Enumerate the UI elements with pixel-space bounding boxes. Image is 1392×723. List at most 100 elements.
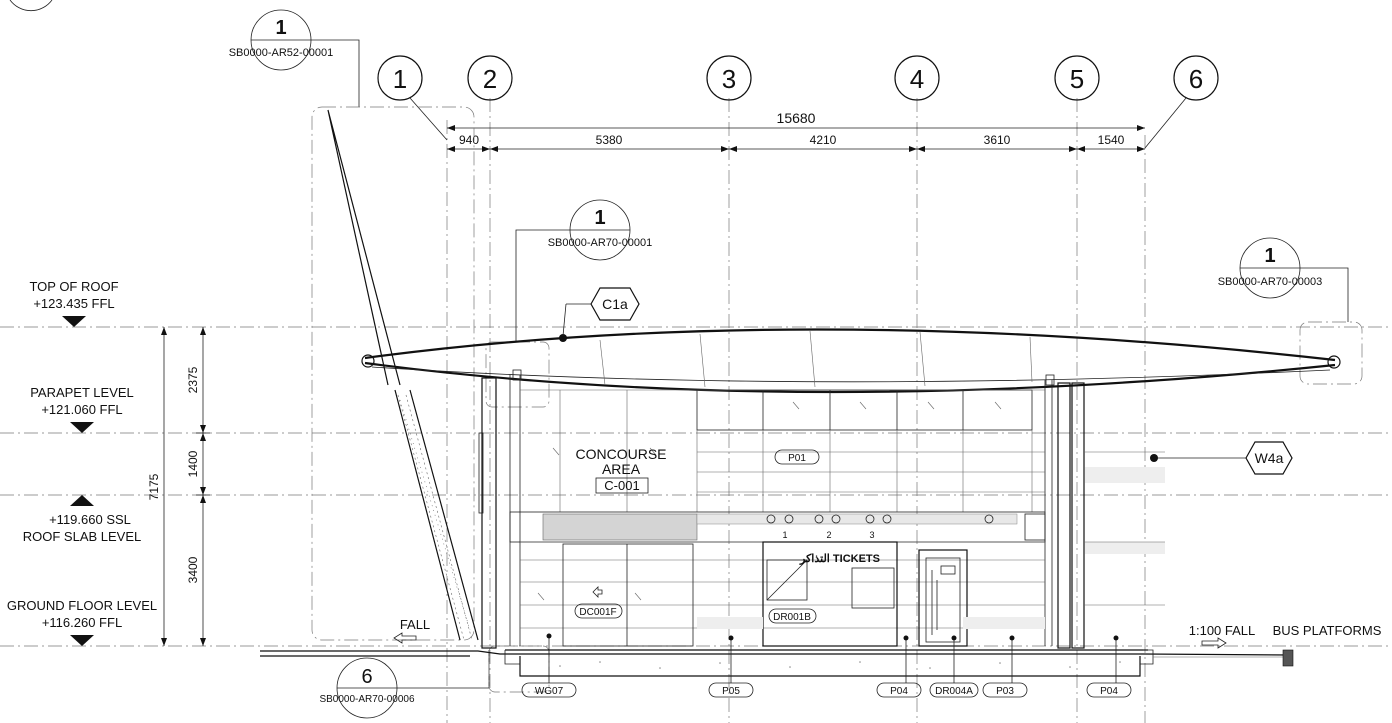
level-marker-up-icon bbox=[70, 495, 94, 506]
svg-text:CONCOURSE: CONCOURSE bbox=[575, 446, 666, 462]
svg-text:GROUND FLOOR LEVEL: GROUND FLOOR LEVEL bbox=[7, 598, 157, 613]
dimension-overall-label: 15680 bbox=[777, 110, 816, 126]
svg-text:AREA: AREA bbox=[602, 461, 641, 477]
roof-canopy bbox=[361, 328, 1341, 394]
dimension-bay-3: 4210 bbox=[810, 133, 837, 147]
level-marker-down-icon bbox=[70, 635, 94, 646]
grid-label-6: 6 bbox=[1189, 64, 1203, 94]
dimension-bay-5: 1540 bbox=[1098, 133, 1125, 147]
tag-p01[interactable]: P01 bbox=[774, 449, 820, 465]
grid-bubble-1[interactable]: 1 bbox=[377, 55, 448, 141]
fall-note-left: FALL bbox=[393, 617, 430, 644]
tag-wg07[interactable]: WG07 bbox=[521, 633, 577, 698]
tag-dc001f[interactable]: DC001F bbox=[574, 603, 623, 619]
svg-text:PARAPET LEVEL: PARAPET LEVEL bbox=[30, 385, 134, 400]
ticket-label: التذاكر TICKETS bbox=[799, 553, 880, 565]
dimension-v-2: 1400 bbox=[186, 450, 200, 477]
grid-label-1: 1 bbox=[393, 64, 407, 94]
concourse-room-label: CONCOURSE AREA C-001 bbox=[575, 446, 667, 494]
detail-callout-ar70-00006[interactable]: 6 SB0000-AR70-00006 bbox=[319, 650, 490, 719]
detail-reference: SB0000-AR52-00001 bbox=[229, 47, 334, 59]
detail-number: 1 bbox=[594, 207, 605, 229]
svg-text:1: 1 bbox=[782, 530, 787, 540]
dimension-bay-2: 5380 bbox=[596, 133, 623, 147]
detail-callout-ar70-00001[interactable]: 1 SB0000-AR70-00001 bbox=[515, 199, 653, 342]
svg-text:2: 2 bbox=[826, 530, 831, 540]
tag-p05[interactable]: P05 bbox=[708, 635, 754, 698]
leaning-mast bbox=[327, 109, 479, 641]
svg-text:DR004A: DR004A bbox=[935, 686, 973, 697]
hex-tag-label: C1a bbox=[602, 296, 628, 312]
grid-bubble-4[interactable]: 4 bbox=[894, 55, 940, 101]
dimension-total-label: 7175 bbox=[147, 473, 161, 500]
detail-reference: SB0000-AR70-00006 bbox=[319, 694, 415, 705]
grid-bubble-2[interactable]: 2 bbox=[467, 55, 513, 101]
hex-tag-w4a[interactable]: W4a bbox=[1150, 441, 1293, 475]
detail-reference: SB0000-AR70-00001 bbox=[548, 237, 653, 249]
svg-text:+119.660 SSL: +119.660 SSL bbox=[49, 512, 131, 527]
detail-number: 1 bbox=[1264, 245, 1275, 267]
grid-bubble-5[interactable]: 5 bbox=[1054, 55, 1100, 101]
svg-text:P03: P03 bbox=[996, 686, 1014, 697]
tag-p04-b[interactable]: P04 bbox=[1086, 635, 1132, 698]
svg-text:TOP OF ROOF: TOP OF ROOF bbox=[29, 279, 118, 294]
hex-tag-label: W4a bbox=[1255, 450, 1284, 466]
tag-dr004a[interactable]: DR004A bbox=[929, 635, 979, 698]
grid-lines bbox=[446, 98, 1146, 723]
level-parapet: PARAPET LEVEL +121.060 FFL bbox=[30, 385, 134, 433]
detail-reference: SB0000-AR70-00003 bbox=[1218, 276, 1323, 288]
dimension-overall: 15680 bbox=[447, 110, 1145, 131]
svg-text:DR001B: DR001B bbox=[773, 612, 811, 623]
svg-text:+123.435 FFL: +123.435 FFL bbox=[33, 296, 114, 311]
level-lines bbox=[0, 326, 1392, 647]
detail-number: 6 bbox=[361, 666, 372, 688]
tag-p04-a[interactable]: P04 bbox=[876, 635, 922, 698]
svg-text:P04: P04 bbox=[1100, 686, 1118, 697]
dimension-bays: 940 5380 4210 3610 1540 bbox=[447, 133, 1145, 152]
partial-bubble bbox=[9, 0, 53, 12]
detail-number: 1 bbox=[275, 17, 286, 39]
fall-note-right: 1:100 FALL bbox=[1189, 623, 1256, 649]
arrow-left-icon bbox=[393, 632, 417, 644]
svg-text:FALL: FALL bbox=[400, 617, 430, 632]
dimension-bay-1: 940 bbox=[459, 133, 479, 147]
detail-boundaries bbox=[311, 106, 1363, 693]
svg-text:P04: P04 bbox=[890, 686, 908, 697]
level-marker-down-icon bbox=[62, 316, 86, 327]
svg-text:ROOF SLAB LEVEL: ROOF SLAB LEVEL bbox=[23, 529, 142, 544]
svg-text:DC001F: DC001F bbox=[579, 607, 616, 618]
dimension-bay-4: 3610 bbox=[984, 133, 1011, 147]
svg-text:3: 3 bbox=[869, 530, 874, 540]
detail-callout-ar52[interactable]: 1 SB0000-AR52-00001 bbox=[229, 9, 360, 107]
dimension-v-3: 3400 bbox=[186, 556, 200, 583]
grid-bubble-3[interactable]: 3 bbox=[706, 55, 752, 101]
hex-tag-c1a[interactable]: C1a bbox=[562, 287, 640, 337]
svg-text:P05: P05 bbox=[722, 686, 740, 697]
grid-bubble-6[interactable]: 6 bbox=[1144, 55, 1219, 149]
level-marker-down-icon bbox=[70, 422, 94, 433]
ticket-sign: 1 2 3 التذاكر TICKETS bbox=[782, 530, 880, 565]
grid-label-2: 2 bbox=[483, 64, 497, 94]
detail-callout-ar70-00003[interactable]: 1 SB0000-AR70-00003 bbox=[1218, 237, 1349, 322]
room-code: C-001 bbox=[604, 478, 639, 493]
vertical-dimensions: 2375 1400 3400 bbox=[186, 327, 210, 646]
level-roof-slab: +119.660 SSL ROOF SLAB LEVEL bbox=[23, 495, 142, 544]
level-top-of-roof: TOP OF ROOF +123.435 FFL bbox=[29, 279, 119, 327]
vertical-dimension-total: 7175 bbox=[147, 327, 167, 646]
arrow-right-icon bbox=[1201, 637, 1227, 649]
svg-text:1:100 FALL: 1:100 FALL bbox=[1189, 623, 1256, 638]
grid-label-5: 5 bbox=[1070, 64, 1084, 94]
level-ground: GROUND FLOOR LEVEL +116.260 FFL bbox=[7, 598, 157, 646]
dimension-v-1: 2375 bbox=[186, 366, 200, 393]
ground-slab bbox=[260, 649, 1294, 677]
tag-p03[interactable]: P03 bbox=[982, 635, 1028, 698]
grid-label-3: 3 bbox=[722, 64, 736, 94]
tag-dr001b[interactable]: DR001B bbox=[768, 608, 817, 624]
svg-text:+121.060 FFL: +121.060 FFL bbox=[41, 402, 122, 417]
building-structure bbox=[478, 375, 1165, 649]
grid-label-4: 4 bbox=[910, 64, 924, 94]
svg-text:P01: P01 bbox=[788, 453, 806, 464]
svg-text:WG07: WG07 bbox=[535, 686, 564, 697]
svg-text:+116.260 FFL: +116.260 FFL bbox=[42, 615, 122, 630]
